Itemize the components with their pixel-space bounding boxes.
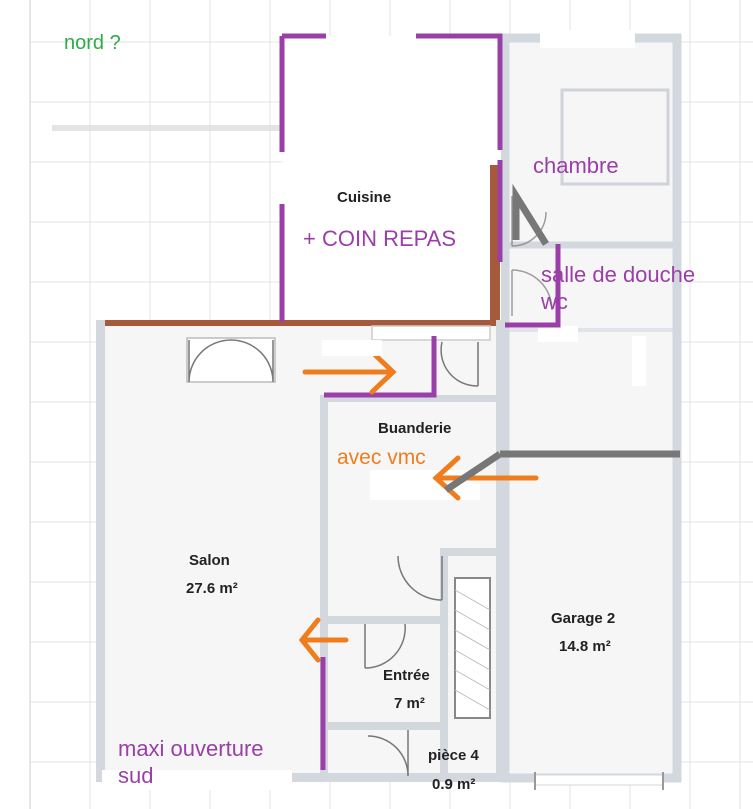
- doors: [186, 196, 553, 777]
- room-buanderie-label: Buanderie: [378, 420, 451, 437]
- purple-markings: [279, 33, 561, 770]
- annotation-salle-de-douche: salle de douche: [541, 262, 695, 287]
- room-piece4-label: pièce 4: [428, 747, 480, 764]
- room-garage-label: Garage 2: [551, 610, 615, 627]
- annotation-sud: sud: [118, 763, 153, 788]
- room-salon-label: Salon: [189, 552, 230, 569]
- annotation-nord: nord ?: [64, 32, 121, 54]
- main-block: [96, 320, 505, 790]
- annotation-maxi-ouverture: maxi ouverture: [118, 736, 264, 761]
- room-garage-area: 14.8 m²: [559, 638, 611, 655]
- annotation-chambre: chambre: [533, 153, 619, 178]
- annotation-coin-repas: + COIN REPAS: [303, 226, 456, 251]
- room-entree-area: 7 m²: [394, 695, 425, 712]
- annotation-wc: wc: [540, 289, 568, 314]
- room-piece4-area: 0.9 m²: [432, 776, 475, 793]
- room-salon-area: 27.6 m²: [186, 580, 238, 597]
- right-block: [500, 30, 682, 790]
- faded-line: [52, 125, 280, 131]
- gray-arrows: [444, 183, 680, 493]
- orange-arrows: [298, 349, 539, 663]
- room-cuisine-label: Cuisine: [337, 189, 391, 206]
- annotation-avec-vmc: avec vmc: [337, 446, 426, 469]
- room-entree-label: Entrée: [383, 667, 430, 684]
